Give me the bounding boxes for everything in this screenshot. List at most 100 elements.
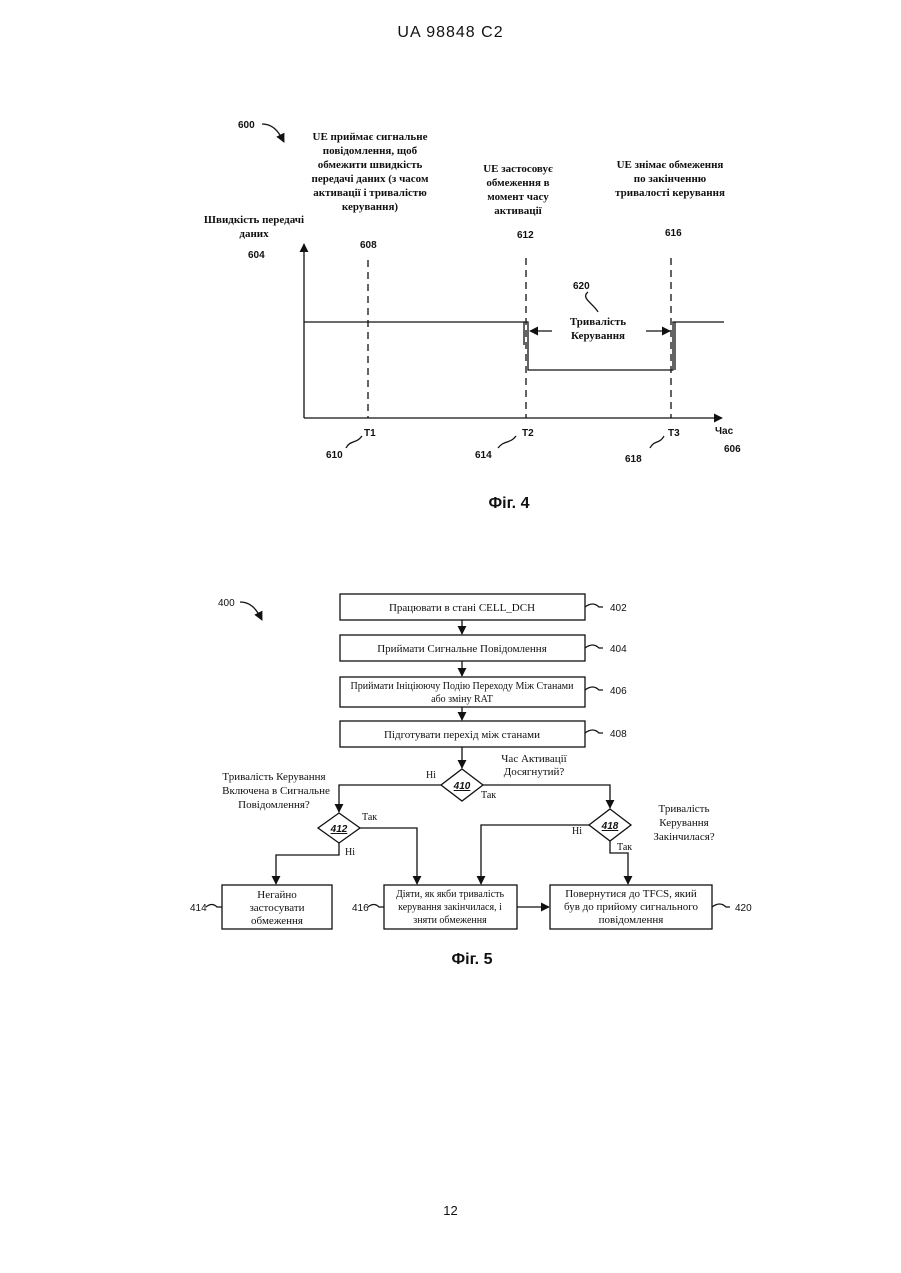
fig4-ref-610: 610 [326, 450, 343, 461]
fig5-ref-416: 416 [352, 903, 369, 914]
fig5-box-406-text-1: Приймати Ініціюючу Подію Переходу Між Ст… [351, 681, 575, 692]
fig4-caption: Фіг. 4 [489, 495, 530, 512]
fig4-ref-600: 600 [238, 120, 255, 131]
fig4-note-1: UE приймає сигнальне повідомлення, щоб о… [312, 131, 429, 213]
svg-text:по закінченню: по закінченню [634, 173, 706, 185]
svg-text:даних: даних [239, 228, 269, 240]
fig5-412-yes: Так [362, 812, 377, 823]
fig5-box-420-text: Повернутися до TFCS, який був до прийому… [564, 888, 698, 926]
fig4-ylabel-ref: 604 [248, 250, 265, 261]
fig4-ref-614: 614 [475, 450, 492, 461]
svg-text:Керування: Керування [659, 817, 708, 829]
svg-text:UE приймає сигнальне: UE приймає сигнальне [313, 131, 428, 143]
fig4-ref-616: 616 [665, 228, 682, 239]
svg-text:Тривалість Керування: Тривалість Керування [222, 771, 325, 783]
svg-text:момент часу: момент часу [487, 191, 549, 203]
fig5-box-414-text: Негайно застосувати обмеження [249, 889, 304, 927]
svg-text:був до прийому сигнального: був до прийому сигнального [564, 901, 698, 913]
fig5-decision-410-ref: 410 [453, 781, 471, 792]
fig5-box-406-text-2: або зміну RAT [431, 694, 493, 705]
fig5-ref-arrow [240, 602, 262, 620]
fig5-ref-420-leader [712, 904, 730, 907]
fig4-ref-620-leader [586, 292, 598, 312]
svg-text:Керування: Керування [571, 330, 625, 342]
svg-text:активації: активації [494, 205, 542, 217]
svg-text:зняти обмеження: зняти обмеження [413, 915, 487, 926]
fig5-418-yes: Так [617, 842, 632, 853]
fig5-ref-402: 402 [610, 603, 627, 614]
fig5-caption: Фіг. 5 [452, 951, 493, 968]
fig4-tick-t1: T1 [364, 428, 376, 439]
svg-text:обмеження в: обмеження в [486, 177, 549, 189]
svg-text:керування закінчилася, і: керування закінчилася, і [398, 902, 502, 913]
fig5-410-no: Ні [426, 770, 436, 781]
svg-text:Швидкість передачі: Швидкість передачі [204, 214, 304, 226]
fig5-box-416-text: Діяти, як якби тривалість керування закі… [396, 889, 505, 926]
fig4-rate-line [304, 322, 724, 370]
fig5-ref-406-leader [585, 687, 603, 690]
page-number: 12 [0, 1203, 901, 1218]
figure-4: 600 UE приймає сигнальне повідомлення, щ… [204, 120, 741, 512]
fig4-ref-614-leader [498, 436, 516, 448]
fig4-note-2: UE застосовує обмеження в момент часу ак… [483, 163, 553, 217]
svg-text:Закінчилася?: Закінчилася? [653, 831, 714, 843]
fig5-418-no: Ні [572, 826, 582, 837]
fig5-ref-420: 420 [735, 903, 752, 914]
fig5-decision-418-ref: 418 [601, 821, 619, 832]
fig5-box-404-text: Приймати Сигнальне Повідомлення [377, 643, 547, 655]
fig5-box-402-text: Працювати в стані CELL_DCH [389, 602, 535, 614]
fig5-decision-412-ref: 412 [330, 824, 348, 835]
svg-text:повідомлення, щоб: повідомлення, щоб [323, 145, 418, 157]
svg-text:Негайно: Негайно [257, 889, 297, 901]
svg-text:Повідомлення?: Повідомлення? [238, 799, 310, 811]
fig5-410-yes: Так [481, 790, 496, 801]
fig4-ref-618-leader [650, 436, 664, 448]
svg-text:тривалості керування: тривалості керування [615, 187, 725, 199]
fig5-arrow-410-no [339, 785, 441, 812]
fig4-ref-610-leader [346, 436, 362, 448]
fig4-ref-618: 618 [625, 454, 642, 465]
fig5-ref-402-leader [585, 604, 603, 607]
fig4-tick-t3: T3 [668, 428, 680, 439]
fig4-xlabel-ref: 606 [724, 444, 741, 455]
fig4-note-3: UE знімає обмеження по закінченню тривал… [615, 159, 725, 199]
svg-text:Включена в Сигнальне: Включена в Сигнальне [222, 785, 330, 797]
fig4-ref-612: 612 [517, 230, 534, 241]
fig5-ref-404-leader [585, 645, 603, 648]
fig5-ref-404: 404 [610, 644, 627, 655]
fig4-ref-608: 608 [360, 240, 377, 251]
fig5-question-418: Тривалість Керування Закінчилася? [653, 803, 714, 843]
fig4-tick-t2: T2 [522, 428, 534, 439]
fig5-question-410: Час Активації Досягнутий? [501, 753, 567, 778]
svg-text:UE застосовує: UE застосовує [483, 163, 553, 175]
fig5-ref-414: 414 [190, 903, 207, 914]
fig5-arrow-410-yes [483, 785, 610, 808]
fig4-ref-arrow [262, 124, 284, 142]
svg-text:Повернутися до TFCS, який: Повернутися до TFCS, який [565, 888, 697, 900]
svg-text:Тривалість: Тривалість [659, 803, 710, 815]
fig4-xlabel: Час [715, 426, 734, 437]
svg-text:передачі даних (з часом: передачі даних (з часом [312, 173, 429, 185]
svg-text:Досягнутий?: Досягнутий? [504, 766, 565, 778]
fig4-ref-620: 620 [573, 281, 590, 292]
fig5-ref-408: 408 [610, 729, 627, 740]
fig5-ref-414-leader [206, 905, 222, 908]
svg-text:Діяти, як якби тривалість: Діяти, як якби тривалість [396, 889, 505, 900]
svg-text:Тривалість: Тривалість [570, 316, 626, 328]
fig4-duration-label: Тривалість Керування [570, 316, 626, 342]
fig5-question-412: Тривалість Керування Включена в Сигнальн… [222, 771, 330, 811]
fig5-412-no: Ні [345, 847, 355, 858]
svg-text:UE знімає обмеження: UE знімає обмеження [617, 159, 724, 171]
fig5-arrow-412-yes [360, 828, 417, 884]
figure-5: 400 Працювати в стані CELL_DCH 402 Прийм… [190, 594, 752, 968]
svg-text:застосувати: застосувати [249, 902, 304, 914]
svg-text:Час Активації: Час Активації [501, 753, 567, 765]
fig5-box-408-text: Підготувати перехід між станами [384, 729, 540, 741]
svg-text:керування): керування) [342, 201, 398, 213]
fig5-ref-416-leader [368, 905, 384, 908]
fig4-ylabel: Швидкість передачі даних [204, 214, 304, 240]
svg-text:повідомлення: повідомлення [599, 914, 664, 926]
fig5-ref-400: 400 [218, 598, 235, 609]
svg-text:активації і тривалістю: активації і тривалістю [313, 187, 426, 199]
